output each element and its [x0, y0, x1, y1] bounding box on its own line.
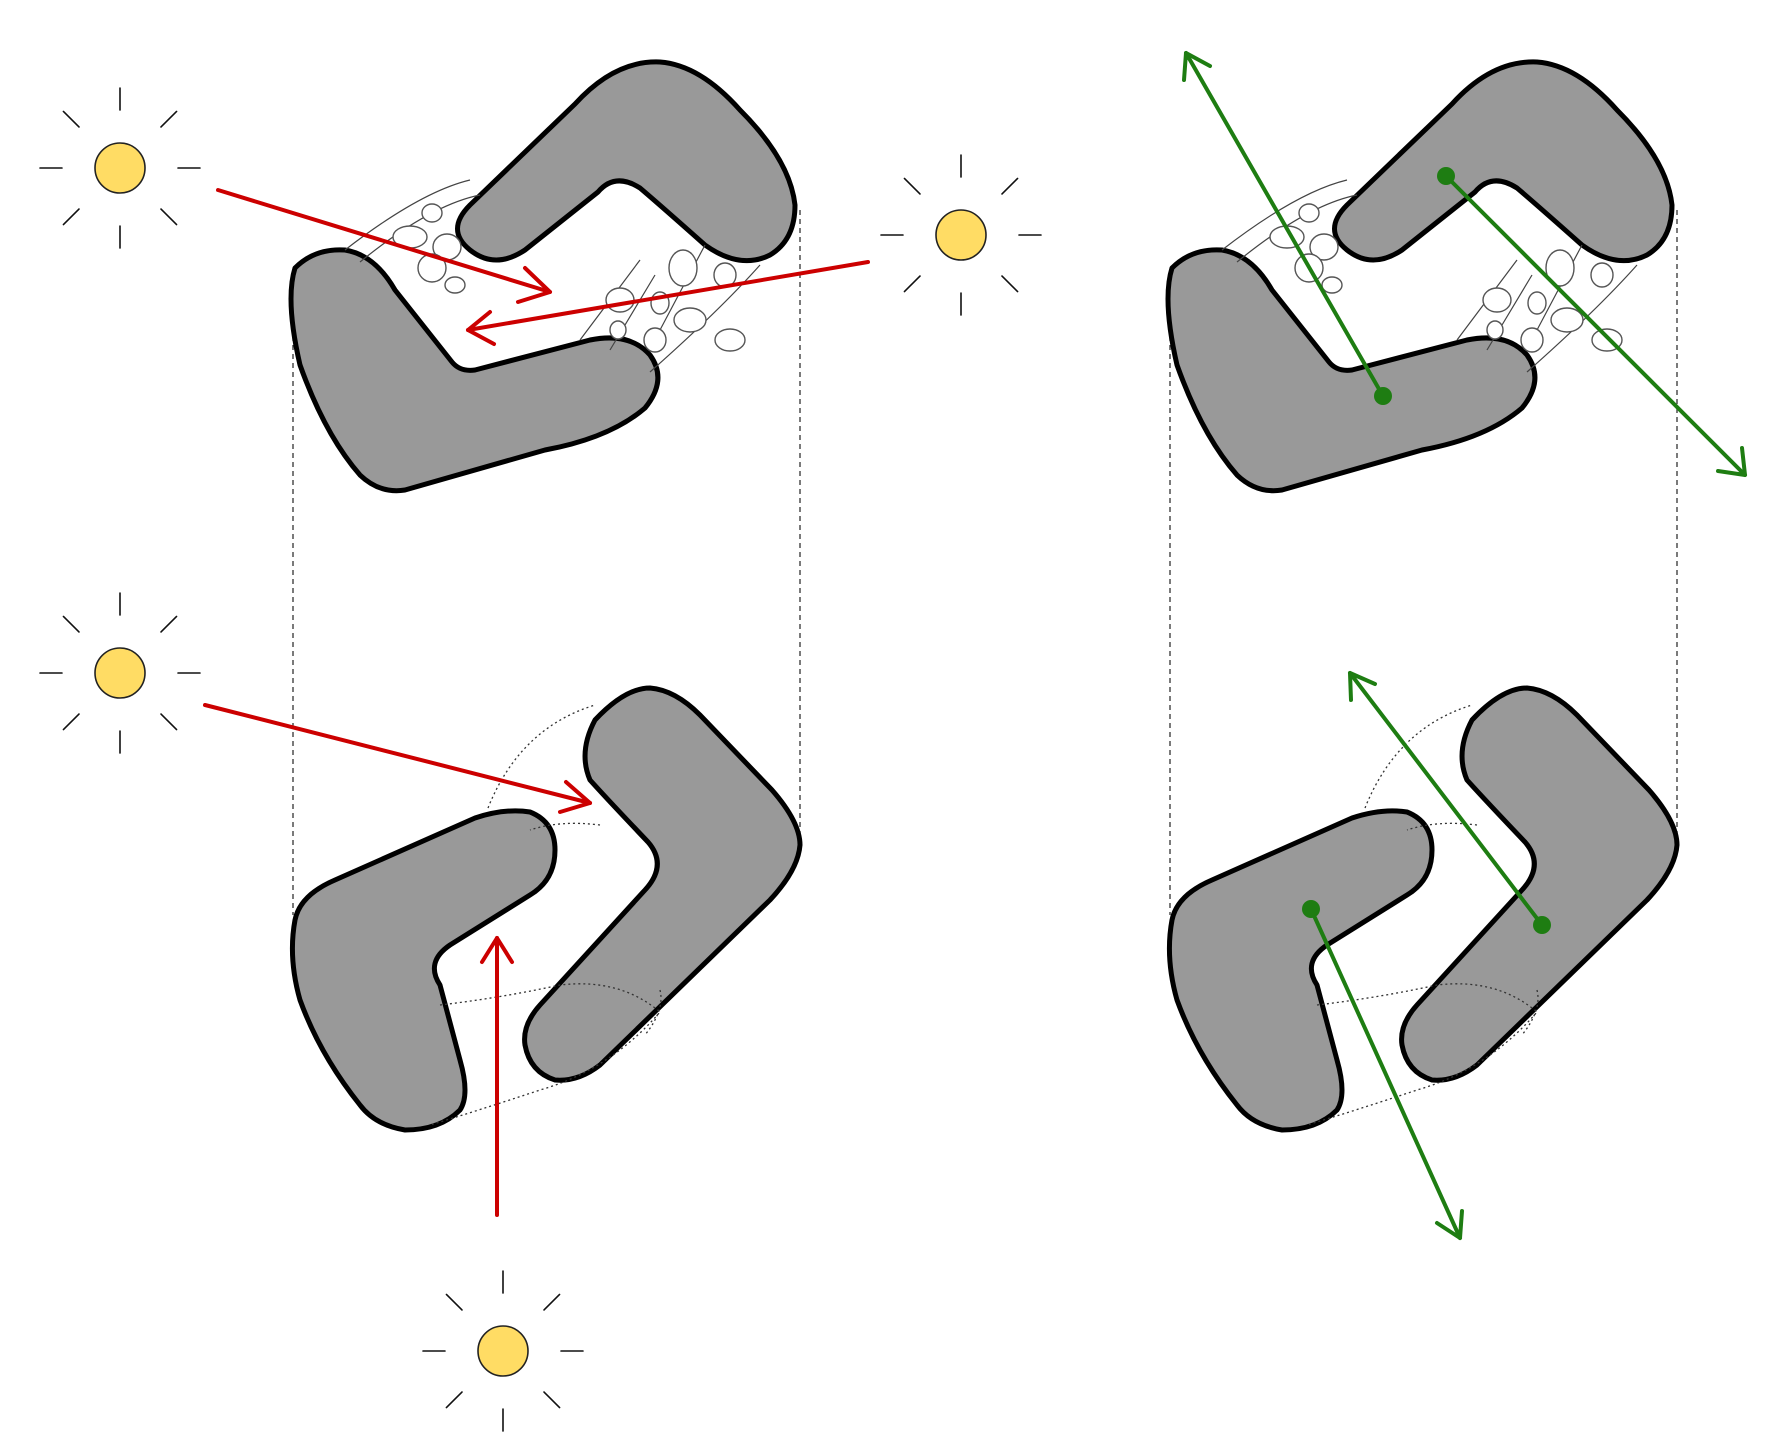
right-panel	[1168, 51, 1747, 1240]
sunlight-arrow-4	[480, 936, 514, 1217]
view-point	[1302, 900, 1320, 918]
view-axis-arrow-1	[1182, 51, 1392, 405]
upper-block-pair	[1168, 62, 1672, 491]
view-axis-arrow-4	[1302, 900, 1464, 1240]
view-axis-arrow-2	[1437, 167, 1747, 477]
sunlight-arrow-1	[216, 188, 552, 304]
sunlight-arrow-2	[466, 260, 870, 346]
view-point	[1374, 387, 1392, 405]
sun-icon	[880, 154, 1042, 316]
sun-icon	[39, 592, 201, 754]
view-axis-arrow-3	[1348, 671, 1551, 934]
sun-icon	[39, 87, 201, 249]
sun-icon	[422, 1270, 584, 1432]
left-panel	[39, 62, 1042, 1432]
view-point	[1437, 167, 1455, 185]
sunlight-arrow-3	[203, 703, 592, 814]
view-point	[1533, 916, 1551, 934]
lower-block-pair	[292, 688, 800, 1130]
upper-block-pair	[291, 62, 795, 491]
lower-block-pair	[1169, 688, 1677, 1130]
